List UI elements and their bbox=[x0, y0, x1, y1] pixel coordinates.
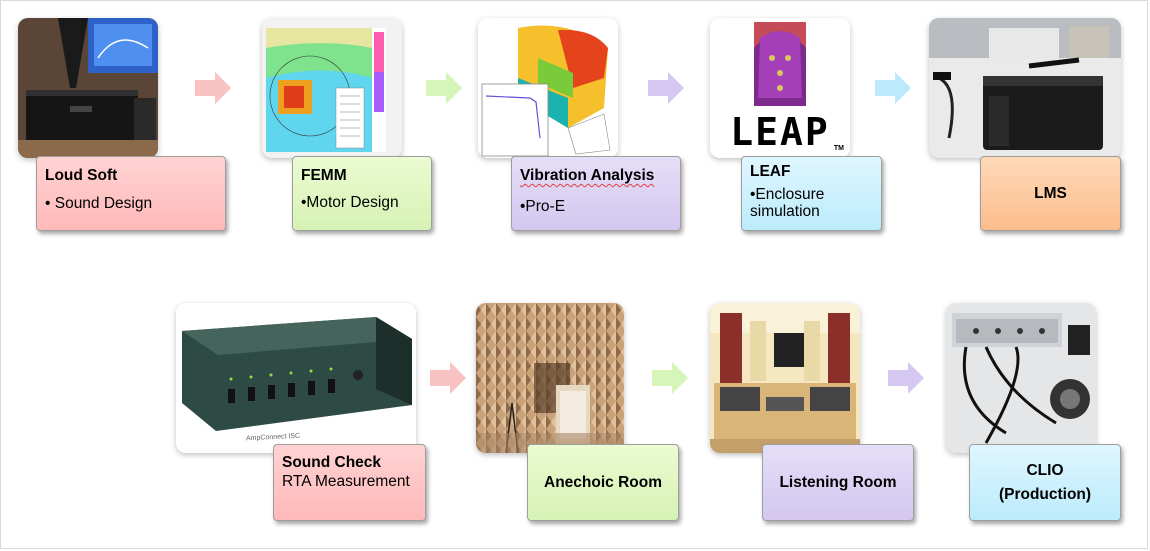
photo-lms bbox=[929, 18, 1121, 158]
card-lms: LMS bbox=[980, 156, 1121, 231]
trademark-mark: TM bbox=[834, 145, 844, 152]
card-title: LMS bbox=[1034, 182, 1067, 205]
card-title-line2: (Production) bbox=[999, 483, 1091, 506]
arrow-right-icon bbox=[648, 72, 684, 104]
card-subtitle: •Enclosure simulation bbox=[750, 186, 873, 220]
card-subtitle: RTA Measurement bbox=[282, 472, 417, 491]
arrow-right-icon bbox=[430, 362, 466, 394]
card-title: LEAF bbox=[750, 163, 873, 182]
photo-leap: LEAP TM bbox=[710, 18, 850, 158]
photo-loud-soft bbox=[18, 18, 158, 158]
card-loud-soft: Loud Soft • Sound Design bbox=[36, 156, 226, 231]
card-clio: CLIO (Production) bbox=[969, 444, 1121, 521]
card-subtitle: •Motor Design bbox=[301, 194, 423, 213]
card-title: Loud Soft bbox=[45, 167, 217, 186]
arrow-right-icon bbox=[426, 72, 462, 104]
arrow-right-icon bbox=[195, 72, 231, 104]
card-title: Anechoic Room bbox=[544, 471, 662, 494]
leap-logo: LEAP bbox=[710, 110, 850, 154]
card-title: CLIO bbox=[1026, 459, 1063, 482]
card-femm: FEMM •Motor Design bbox=[292, 156, 432, 231]
card-title: Sound Check bbox=[282, 453, 417, 472]
card-title: Vibration Analysis bbox=[520, 167, 672, 186]
card-anechoic-room: Anechoic Room bbox=[527, 444, 679, 521]
card-vibration-analysis: Vibration Analysis •Pro-E bbox=[511, 156, 681, 231]
arrow-right-icon bbox=[875, 72, 911, 104]
card-subtitle: •Pro-E bbox=[520, 198, 672, 217]
card-subtitle: • Sound Design bbox=[45, 195, 217, 214]
card-sound-check: Sound Check RTA Measurement bbox=[273, 444, 426, 521]
card-title: FEMM bbox=[301, 167, 423, 186]
photo-listening-room bbox=[710, 303, 860, 453]
photo-femm bbox=[262, 18, 402, 158]
photo-clio bbox=[946, 303, 1096, 453]
arrow-right-icon bbox=[888, 362, 924, 394]
photo-anechoic-room bbox=[476, 303, 624, 453]
card-leaf: LEAF •Enclosure simulation bbox=[741, 156, 882, 231]
card-title: Listening Room bbox=[779, 471, 896, 494]
photo-sound-check bbox=[176, 303, 416, 453]
arrow-right-icon bbox=[652, 362, 688, 394]
photo-vibration-analysis bbox=[478, 18, 618, 158]
card-listening-room: Listening Room bbox=[762, 444, 914, 521]
